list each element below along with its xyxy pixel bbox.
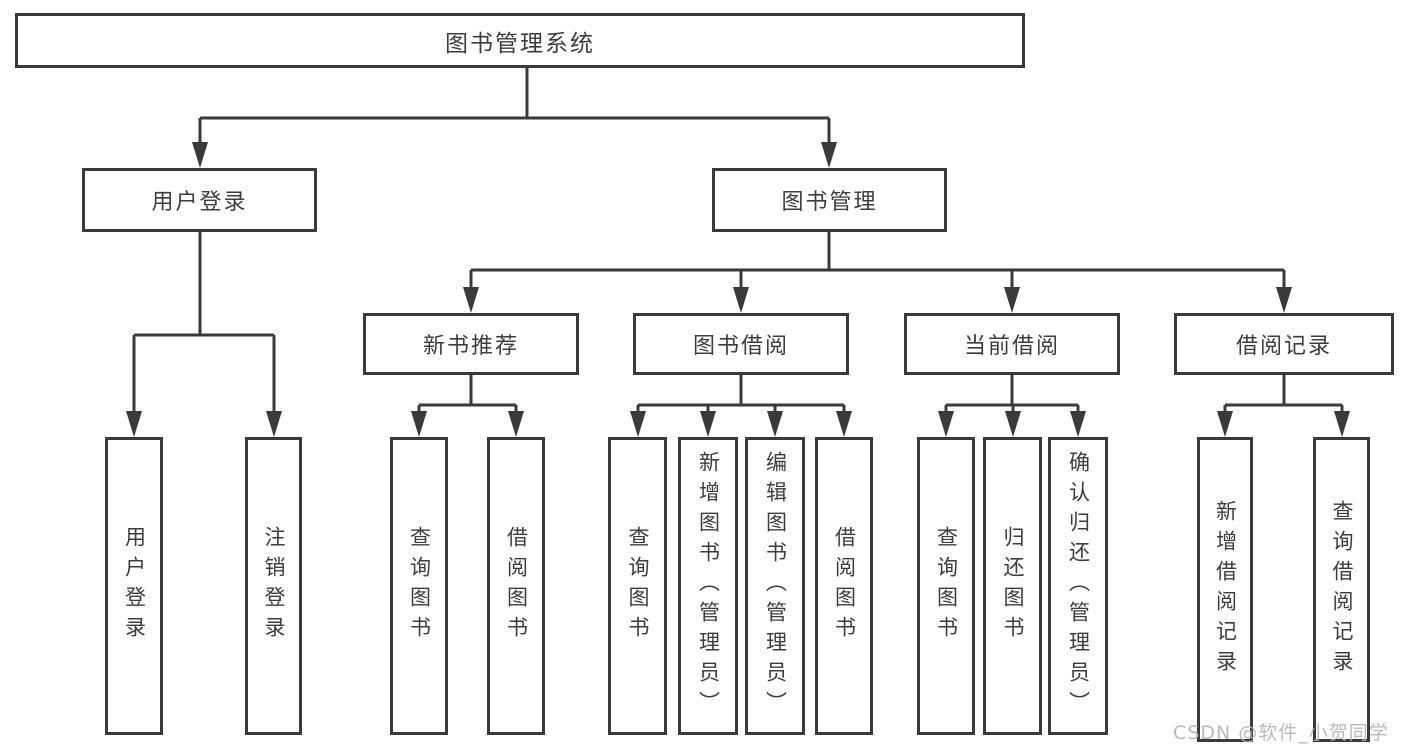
node-current-borrow-label: 当前借阅 xyxy=(963,334,1060,359)
leaf-query-books-borrow: 查询图书 xyxy=(608,437,667,735)
leaf-logout: 注销登录 xyxy=(245,437,302,735)
node-borrow-records: 借阅记录 xyxy=(1174,313,1394,375)
node-new-book-recommend: 新书推荐 xyxy=(363,313,579,375)
leaf-borrow-books-recommend: 借阅图书 xyxy=(487,437,545,735)
watermark: CSDN @软件_小贺同学 xyxy=(1173,722,1389,744)
leaf-add-book-admin: 新增图书（管理员） xyxy=(678,437,738,735)
node-root: 图书管理系统 xyxy=(15,13,1025,68)
leaf-return-books-label: 归还图书 xyxy=(1001,526,1025,646)
node-current-borrow: 当前借阅 xyxy=(904,313,1120,375)
leaf-confirm-return-admin-label: 确认归还（管理员） xyxy=(1066,451,1091,721)
leaf-query-books-recommend: 查询图书 xyxy=(390,437,448,735)
node-user-login-label: 用户登录 xyxy=(151,190,248,215)
node-root-label: 图书管理系统 xyxy=(445,30,595,57)
node-book-borrow-label: 图书借阅 xyxy=(692,334,789,359)
leaf-borrow-books: 借阅图书 xyxy=(815,437,873,735)
leaf-edit-book-admin: 编辑图书（管理员） xyxy=(745,437,805,735)
leaf-edit-book-admin-label: 编辑图书（管理员） xyxy=(763,451,788,721)
leaf-query-books-current: 查询图书 xyxy=(917,437,975,735)
leaf-add-borrow-record: 新增借阅记录 xyxy=(1197,437,1253,742)
leaf-query-books-recommend-label: 查询图书 xyxy=(407,526,432,646)
node-borrow-records-label: 借阅记录 xyxy=(1235,334,1332,359)
node-new-book-recommend-label: 新书推荐 xyxy=(422,334,519,359)
leaf-logout-label: 注销登录 xyxy=(262,526,286,646)
node-book-borrow: 图书借阅 xyxy=(633,313,849,375)
node-user-login: 用户登录 xyxy=(82,168,317,232)
leaf-borrow-books-label: 借阅图书 xyxy=(832,526,857,646)
leaf-query-books-current-label: 查询图书 xyxy=(934,526,959,646)
leaf-confirm-return-admin: 确认归还（管理员） xyxy=(1048,437,1108,735)
leaf-add-borrow-record-label: 新增借阅记录 xyxy=(1213,499,1238,680)
leaf-query-books-borrow-label: 查询图书 xyxy=(626,526,650,646)
leaf-add-book-admin-label: 新增图书（管理员） xyxy=(696,451,721,721)
leaf-borrow-books-recommend-label: 借阅图书 xyxy=(504,526,529,646)
leaf-query-borrow-record-label: 查询借阅记录 xyxy=(1330,499,1354,680)
node-book-management-label: 图书管理 xyxy=(781,190,878,215)
leaf-user-login-label: 用户登录 xyxy=(122,526,147,646)
leaf-return-books: 归还图书 xyxy=(983,437,1042,735)
leaf-query-borrow-record: 查询借阅记录 xyxy=(1313,437,1370,742)
leaf-user-login: 用户登录 xyxy=(105,437,163,735)
node-book-management: 图书管理 xyxy=(712,168,947,232)
